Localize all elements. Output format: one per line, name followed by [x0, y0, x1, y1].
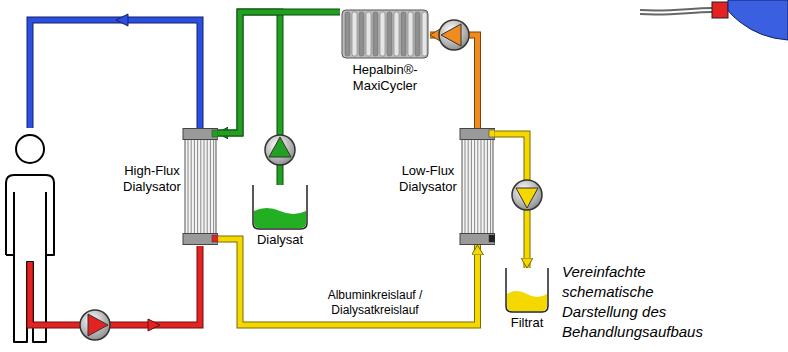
maxicycler-unit: Hepalbin®- MaxiCycler: [340, 8, 430, 100]
flow-arrow: [116, 14, 128, 26]
albumin-pump: [439, 20, 469, 50]
edge-label: Albuminkreislauf / Dialysatkreislauf: [300, 288, 450, 318]
high-flux-dialyzer: High-Flux Dialysator: [122, 128, 218, 245]
blood-return-line: [30, 20, 200, 128]
device-housing: [728, 0, 788, 40]
blood-return-line: [30, 20, 200, 128]
node-label: Filtrat: [501, 315, 553, 331]
dialysate-container: Dialysat: [248, 185, 312, 249]
node-label: Dialysat: [248, 232, 312, 248]
patient-head: [16, 135, 44, 163]
cable: [640, 8, 712, 11]
low-flux-dialyzer: Low-Flux Dialysator: [397, 128, 495, 245]
blood-supply-line: [30, 246, 200, 325]
blood-supply-line: [30, 246, 200, 325]
cable: [640, 12, 712, 15]
node-label: High-Flux Dialysator: [123, 163, 181, 195]
dialysate-pump: [265, 135, 295, 165]
blood-pump: [80, 310, 110, 340]
flow-arrow: [148, 319, 160, 331]
node-label: Hepalbin®- MaxiCycler: [340, 62, 430, 94]
connector-plug: [712, 2, 728, 18]
flow-line: [218, 12, 340, 133]
caption-text: Vereinfachte schematische Darstellung de…: [562, 262, 712, 342]
flow-line: [218, 239, 478, 325]
filtrate-container: Filtrat: [501, 268, 553, 334]
filtrate-pump: [512, 180, 542, 210]
node-label: Low-Flux Dialysator: [398, 163, 458, 195]
